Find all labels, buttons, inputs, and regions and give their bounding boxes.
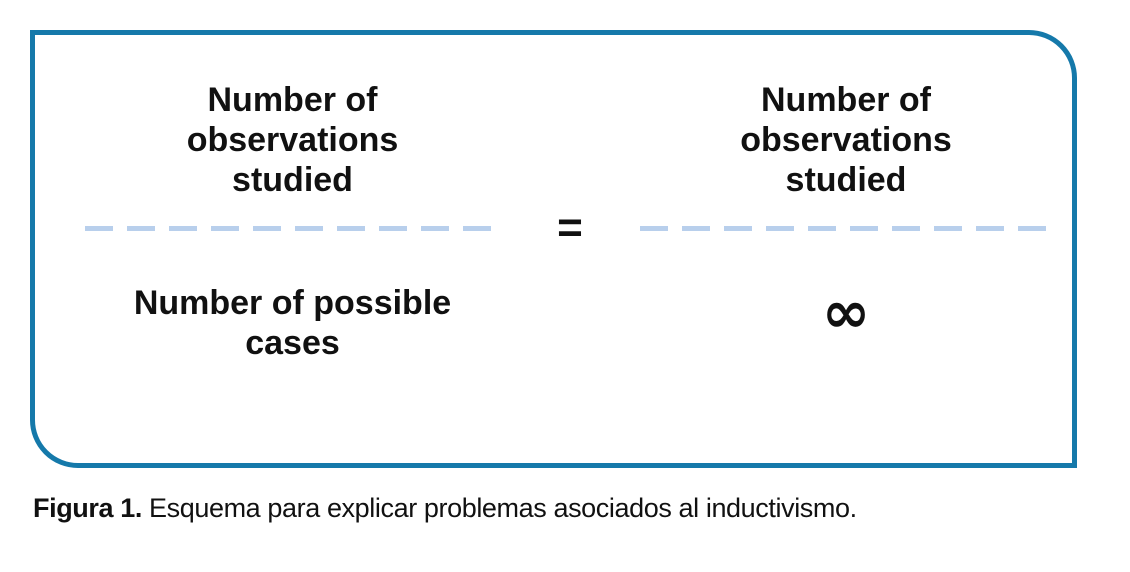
left-fraction-bar <box>85 226 500 231</box>
left-fraction-denominator: Number of possible cases <box>133 284 452 362</box>
left-fraction-numerator: Number of observations studied <box>186 81 399 199</box>
left-fraction: Number of observations studied Number of… <box>85 80 500 363</box>
right-fraction-bar <box>640 226 1052 231</box>
equals-wrap: = <box>500 80 640 250</box>
figure-caption: Figura 1. Esquema para explicar problema… <box>33 491 857 525</box>
equation: Number of observations studied Number of… <box>35 35 1072 363</box>
right-fraction: Number of observations studied ∞ <box>640 80 1052 345</box>
figure-box: Number of observations studied Number of… <box>30 30 1077 468</box>
equals-sign: = <box>557 203 583 252</box>
infinity-symbol: ∞ <box>821 278 871 346</box>
caption-label: Figura 1. <box>33 493 142 523</box>
right-fraction-numerator: Number of observations studied <box>740 81 952 199</box>
caption-text: Esquema para explicar problemas asociado… <box>141 493 857 523</box>
